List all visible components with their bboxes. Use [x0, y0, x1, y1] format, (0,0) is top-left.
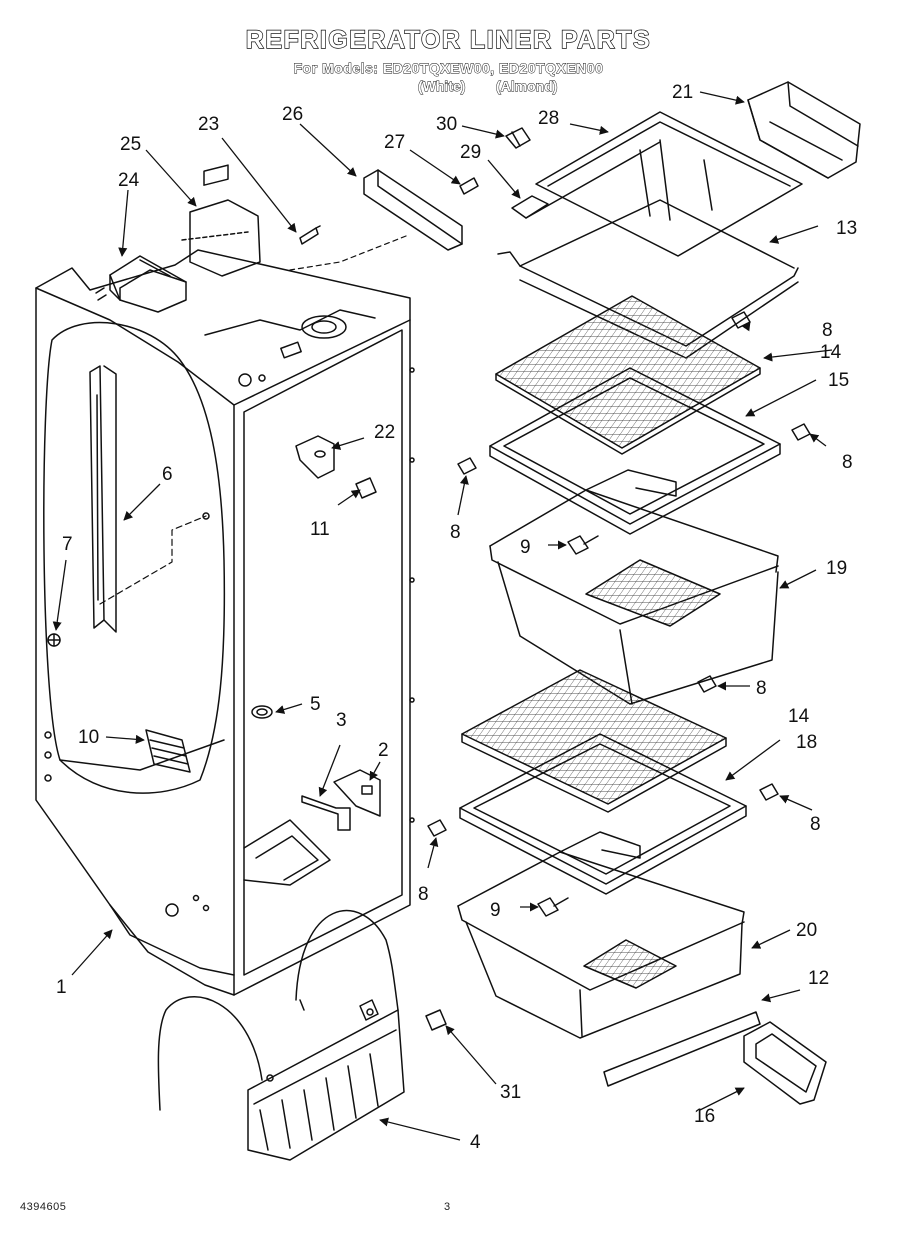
part-24-light-housing	[95, 255, 187, 313]
part-19-crisper-drawer-upper	[489, 469, 779, 705]
cabinet-liner	[35, 249, 415, 996]
callout-24: 24	[118, 170, 140, 191]
callout-10: 10	[78, 727, 99, 748]
callout-15: 15	[828, 370, 849, 391]
part-14-crisper-cover-upper	[495, 295, 761, 455]
callout-9b: 9	[490, 900, 501, 921]
callout-27: 27	[384, 132, 405, 153]
part-16-badge	[743, 1021, 827, 1105]
callout-20: 20	[796, 920, 817, 941]
callout-16: 16	[694, 1106, 715, 1127]
model-variants: (White) (Almond)	[418, 78, 618, 95]
callout-14b: 14	[788, 706, 810, 727]
part-9-roller-lower	[537, 897, 569, 917]
callout-4: 4	[470, 1132, 481, 1153]
part-12-drawer-trim	[603, 1011, 761, 1087]
model-list: For Models: ED20TQXEW00, ED20TQXEN00	[293, 60, 604, 77]
callout-13: 13	[836, 218, 857, 239]
part-21-dairy-bin	[747, 81, 861, 179]
part-11-screw	[355, 477, 377, 499]
callout-18: 18	[796, 732, 817, 753]
callout-8b: 8	[842, 452, 853, 473]
part-14-crisper-cover-lower	[461, 669, 727, 813]
callout-29: 29	[460, 142, 481, 163]
part-5-plug	[251, 705, 273, 719]
callout-3: 3	[336, 710, 347, 731]
callout-11: 11	[310, 519, 330, 540]
part-25-light-shield	[181, 164, 261, 277]
callout-23: 23	[198, 114, 219, 135]
callout-8c: 8	[450, 522, 461, 543]
callout-2: 2	[378, 740, 389, 761]
part-8-clip-f	[427, 819, 447, 837]
part-6-shelf-rail	[89, 365, 117, 633]
part-22-bracket	[295, 435, 335, 479]
part-2-bracket	[333, 769, 381, 817]
part-8-clip-b	[791, 423, 811, 441]
part-7-screw	[47, 633, 61, 647]
part-9-roller-upper	[567, 535, 599, 555]
callout-31: 31	[500, 1082, 521, 1103]
part-8-clip-c	[457, 457, 477, 475]
callout-6: 6	[162, 464, 173, 485]
part-20-crisper-drawer-lower	[457, 831, 745, 1039]
variant-almond: (Almond)	[496, 78, 558, 95]
callout-9a: 9	[520, 537, 531, 558]
part-27-screw	[459, 177, 479, 195]
part-4-heater-assembly	[157, 909, 405, 1161]
part-3-bracket	[301, 795, 351, 831]
part-10-vent	[145, 729, 191, 773]
part-26-bracket	[363, 169, 463, 251]
part-31-screw	[425, 1009, 447, 1031]
part-8-clip-d	[697, 675, 717, 693]
callout-21: 21	[672, 82, 693, 103]
page-title: REFRIGERATOR LINER PARTS	[245, 25, 652, 54]
callout-19: 19	[826, 558, 847, 579]
leader-lines	[52, 91, 833, 1141]
callout-28: 28	[538, 108, 559, 129]
callout-8e: 8	[810, 814, 821, 835]
page-number: 3	[444, 1201, 451, 1213]
callout-8d: 8	[756, 678, 767, 699]
part-8-clip-e	[759, 783, 779, 801]
callout-12: 12	[808, 968, 829, 989]
variant-white: (White)	[418, 78, 466, 95]
callout-30: 30	[436, 114, 457, 135]
part-23-screw	[299, 225, 321, 245]
part-28-glass-shelf	[535, 111, 803, 257]
part-30-clip	[505, 127, 531, 149]
part-29-shelf-trim	[511, 141, 661, 219]
callout-7: 7	[62, 534, 73, 555]
callout-25: 25	[120, 134, 141, 155]
document-number: 4394605	[20, 1201, 67, 1213]
callout-22: 22	[374, 422, 395, 443]
callout-8a: 8	[822, 320, 833, 341]
callout-5: 5	[310, 694, 321, 715]
callout-labels: 1 2 3 4 5 6 7 8 8 8 8 8 8 9 9 10 11 12 1…	[56, 82, 857, 1153]
callout-26: 26	[282, 104, 303, 125]
callout-8f: 8	[418, 884, 429, 905]
callout-1: 1	[56, 977, 67, 998]
callout-14a: 14	[820, 342, 842, 363]
